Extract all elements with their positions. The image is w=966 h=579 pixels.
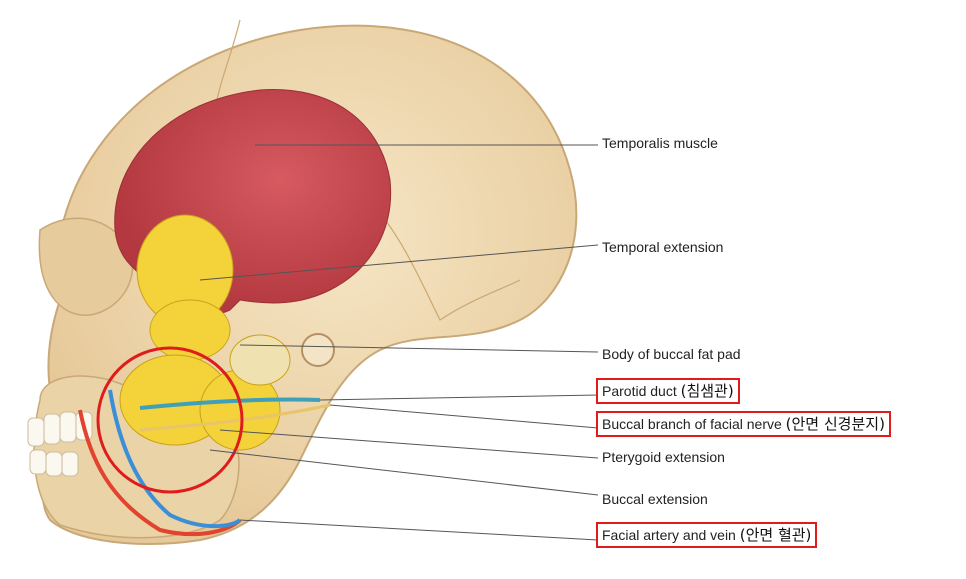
ear-canal bbox=[301, 333, 335, 367]
buccal-fat-pad bbox=[119, 214, 291, 451]
facial-vein bbox=[108, 389, 242, 529]
label-buccal-extension: Buccal extension bbox=[602, 490, 708, 508]
leader-lines bbox=[199, 144, 599, 541]
label-parotid-text: Parotid duct bbox=[602, 383, 677, 399]
label-body-text: Body of buccal fat pad bbox=[602, 346, 741, 362]
label-temporal-extension: Temporal extension bbox=[602, 238, 723, 256]
label-parotid-duct: Parotid duct (침샘관) bbox=[596, 378, 740, 404]
parotid-duct-path bbox=[139, 397, 321, 410]
label-pterygoid-text: Pterygoid extension bbox=[602, 449, 725, 465]
facial-artery bbox=[78, 409, 242, 537]
label-buccal-branch: Buccal branch of facial nerve (안면 신경분지) bbox=[596, 411, 891, 437]
label-body-of-buccal-fat-pad: Body of buccal fat pad bbox=[602, 345, 741, 363]
highlight-circle bbox=[96, 346, 244, 494]
label-temporalis: Temporalis muscle bbox=[602, 134, 718, 152]
orbit bbox=[38, 217, 134, 316]
label-buccal-branch-note: (안면 신경분지) bbox=[785, 415, 885, 433]
label-pterygoid-extension: Pterygoid extension bbox=[602, 448, 725, 466]
label-temporalis-text: Temporalis muscle bbox=[602, 135, 718, 151]
label-buccal-extension-text: Buccal extension bbox=[602, 491, 708, 507]
label-facial-artery-vein: Facial artery and vein (안면 혈관) bbox=[596, 522, 818, 548]
label-temporal-extension-text: Temporal extension bbox=[602, 239, 724, 255]
buccal-nerve-path bbox=[139, 403, 331, 432]
label-parotid-note: (침샘관) bbox=[680, 382, 734, 400]
label-facial-note: (안면 혈관) bbox=[739, 526, 812, 544]
squamous-suture bbox=[359, 189, 521, 321]
label-facial-text: Facial artery and vein bbox=[602, 527, 736, 543]
label-buccal-branch-text: Buccal branch of facial nerve bbox=[602, 416, 782, 432]
